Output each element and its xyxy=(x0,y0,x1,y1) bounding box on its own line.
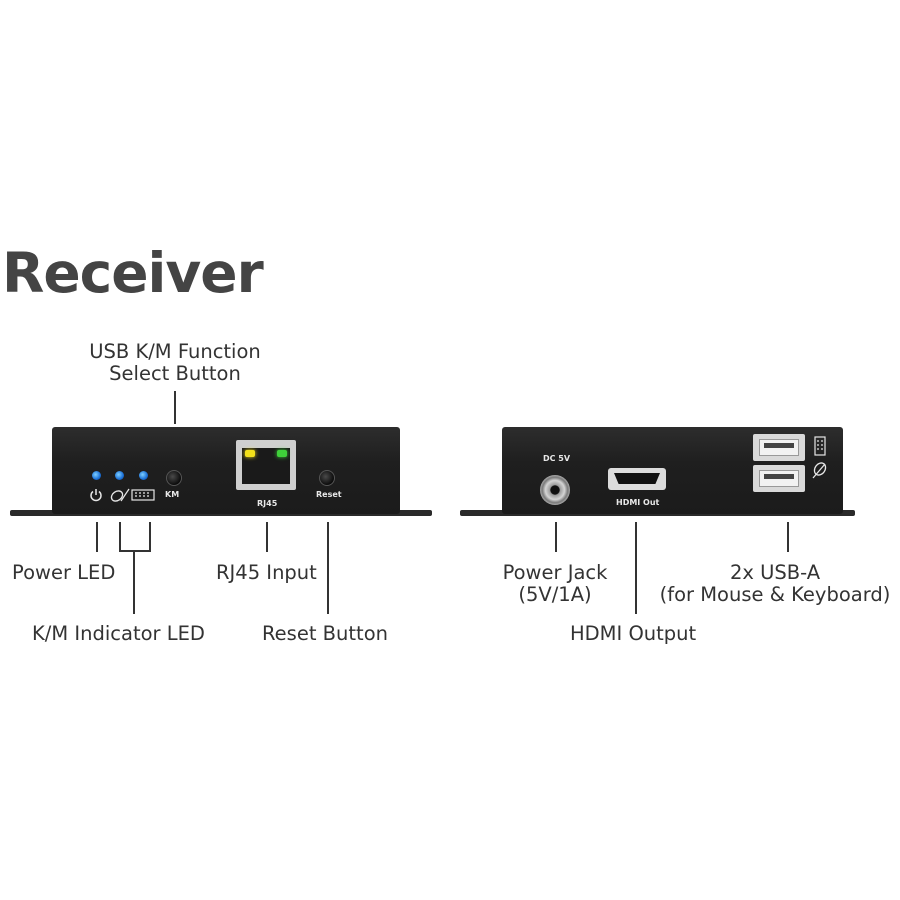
rear-device-body: DC 5V HDMI Out xyxy=(502,427,843,514)
reset-callout-line xyxy=(327,522,329,614)
usb-a-tongue-top xyxy=(764,443,794,448)
hdmi-output-callout: HDMI Output xyxy=(570,622,697,645)
usb-km-callout-line2: Select Button xyxy=(109,362,241,385)
rj45-led-green xyxy=(277,450,287,457)
km-indicator-led-mouse xyxy=(115,471,124,480)
keyboard-icon xyxy=(131,489,155,501)
km-indicator-led-keyboard xyxy=(139,471,148,480)
hdmi-callout-line xyxy=(635,522,637,614)
hdmi-socket xyxy=(614,473,660,484)
usb-km-callout-line xyxy=(174,391,176,424)
rj45-led-yellow xyxy=(245,450,255,457)
km-indicator-bracket-right xyxy=(149,522,151,552)
mouse-icon xyxy=(812,462,827,479)
power-led xyxy=(92,471,101,480)
rj45-input-callout: RJ45 Input xyxy=(216,561,317,584)
km-indicator-callout-line xyxy=(133,550,135,614)
usb-a-port-top[interactable] xyxy=(753,434,805,461)
hdmi-port-label: HDMI Out xyxy=(616,498,660,507)
usb-a-socket-top xyxy=(759,439,799,456)
km-select-button[interactable] xyxy=(166,470,182,486)
mouse-icon xyxy=(110,488,130,502)
power-jack-callout-line1: Power Jack xyxy=(502,561,608,584)
dc-jack-label: DC 5V xyxy=(543,454,571,463)
usb-a-socket-bottom xyxy=(759,470,799,487)
power-jack-callout-line2: (5V/1A) xyxy=(518,583,592,606)
usb-a-callout-line xyxy=(787,522,789,552)
usb-a-port-bottom[interactable] xyxy=(753,465,805,492)
power-led-callout: Power LED xyxy=(12,561,116,584)
rj45-callout-line xyxy=(266,522,268,552)
km-button-label: KM xyxy=(165,490,180,499)
reset-button-label: Reset xyxy=(316,490,342,499)
km-indicator-callout: K/M Indicator LED xyxy=(32,622,205,645)
power-led-callout-line xyxy=(96,522,98,552)
usb-a-callout-line2: (for Mouse & Keyboard) xyxy=(659,583,891,606)
usb-a-callout-line1: 2x USB-A xyxy=(729,561,821,584)
power-icon xyxy=(90,489,102,502)
reset-button-callout: Reset Button xyxy=(262,622,388,645)
keyboard-icon xyxy=(814,436,826,456)
power-jack-callout-line xyxy=(555,522,557,552)
km-indicator-bracket-left xyxy=(119,522,121,552)
reset-button[interactable] xyxy=(319,470,335,486)
hdmi-out-port[interactable] xyxy=(608,468,666,490)
rj45-port[interactable] xyxy=(236,440,296,490)
dc-power-jack[interactable] xyxy=(540,475,570,505)
rj45-port-label: RJ45 xyxy=(257,499,278,508)
usb-a-callout: 2x USB-A (for Mouse & Keyboard) xyxy=(650,562,900,606)
power-jack-callout: Power Jack (5V/1A) xyxy=(475,562,635,606)
page-title: Receiver xyxy=(2,241,264,305)
km-indicator-bracket-bar xyxy=(119,550,151,552)
front-device-body: KM RJ45 Reset xyxy=(52,427,400,514)
usb-km-function-callout: USB K/M Function Select Button xyxy=(64,341,286,385)
usb-a-tongue-bottom xyxy=(764,474,794,479)
usb-km-callout-line1: USB K/M Function xyxy=(89,340,261,363)
